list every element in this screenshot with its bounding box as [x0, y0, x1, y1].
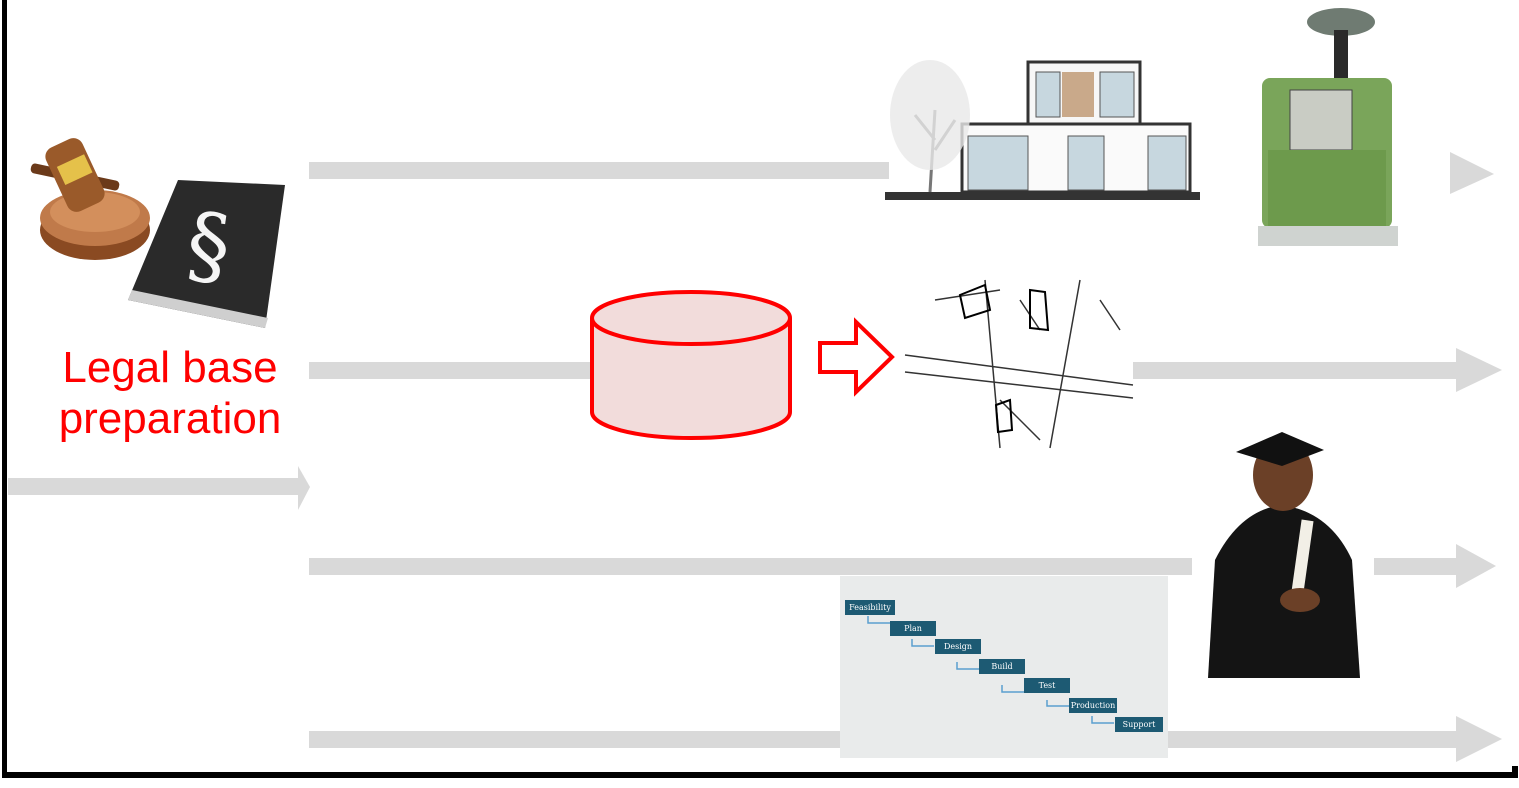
axis-end-tick: [1512, 766, 1518, 778]
waterfall-step-feasibility: Feasibility: [845, 600, 895, 615]
waterfall-step-design: Design: [935, 639, 981, 654]
cadastral-map: [904, 279, 1134, 449]
lane-1-arrowhead: [1450, 152, 1494, 194]
lane-3-bar-left: [309, 558, 1194, 575]
legal-arrow-head: [298, 466, 310, 510]
lane-2-bar-left: [309, 362, 591, 379]
waterfall-step-test: Test: [1024, 678, 1070, 693]
red-flow-arrow: [818, 317, 895, 397]
lane-4-bar-left: [309, 731, 844, 748]
database-icon: [590, 290, 792, 440]
lane-2-arrowhead: [1456, 348, 1502, 392]
waterfall-step-plan: Plan: [890, 621, 936, 636]
waterfall-chart: Feasibility Plan Design Build Test Produ…: [840, 576, 1168, 758]
lane-3-bar-right: [1374, 558, 1458, 575]
lane-4-bar-right: [1166, 731, 1458, 748]
lane-3-arrowhead: [1456, 544, 1496, 588]
lane-4-arrowhead: [1456, 716, 1502, 762]
lane-2-bar-right: [1130, 362, 1458, 379]
axis-horizontal: [2, 772, 1514, 778]
law-book-icon: §: [128, 180, 285, 328]
gnss-receiver-icon: [1258, 8, 1398, 246]
axis-vertical: [2, 0, 7, 778]
waterfall-connectors: [867, 616, 1114, 724]
house-illustration: [885, 60, 1200, 200]
waterfall-step-build: Build: [979, 659, 1025, 674]
lane-1-bar: [309, 162, 889, 179]
legal-arrow-bar: [8, 478, 300, 495]
legal-base-label: Legal base preparation: [30, 342, 310, 444]
legal-label-line1: Legal base: [62, 343, 278, 392]
waterfall-step-production: Production: [1069, 698, 1117, 713]
legal-label-line2: preparation: [58, 394, 282, 443]
waterfall-step-support: Support: [1115, 717, 1163, 732]
graduate-photo: [1192, 404, 1374, 678]
gavel-icon: [30, 138, 150, 260]
